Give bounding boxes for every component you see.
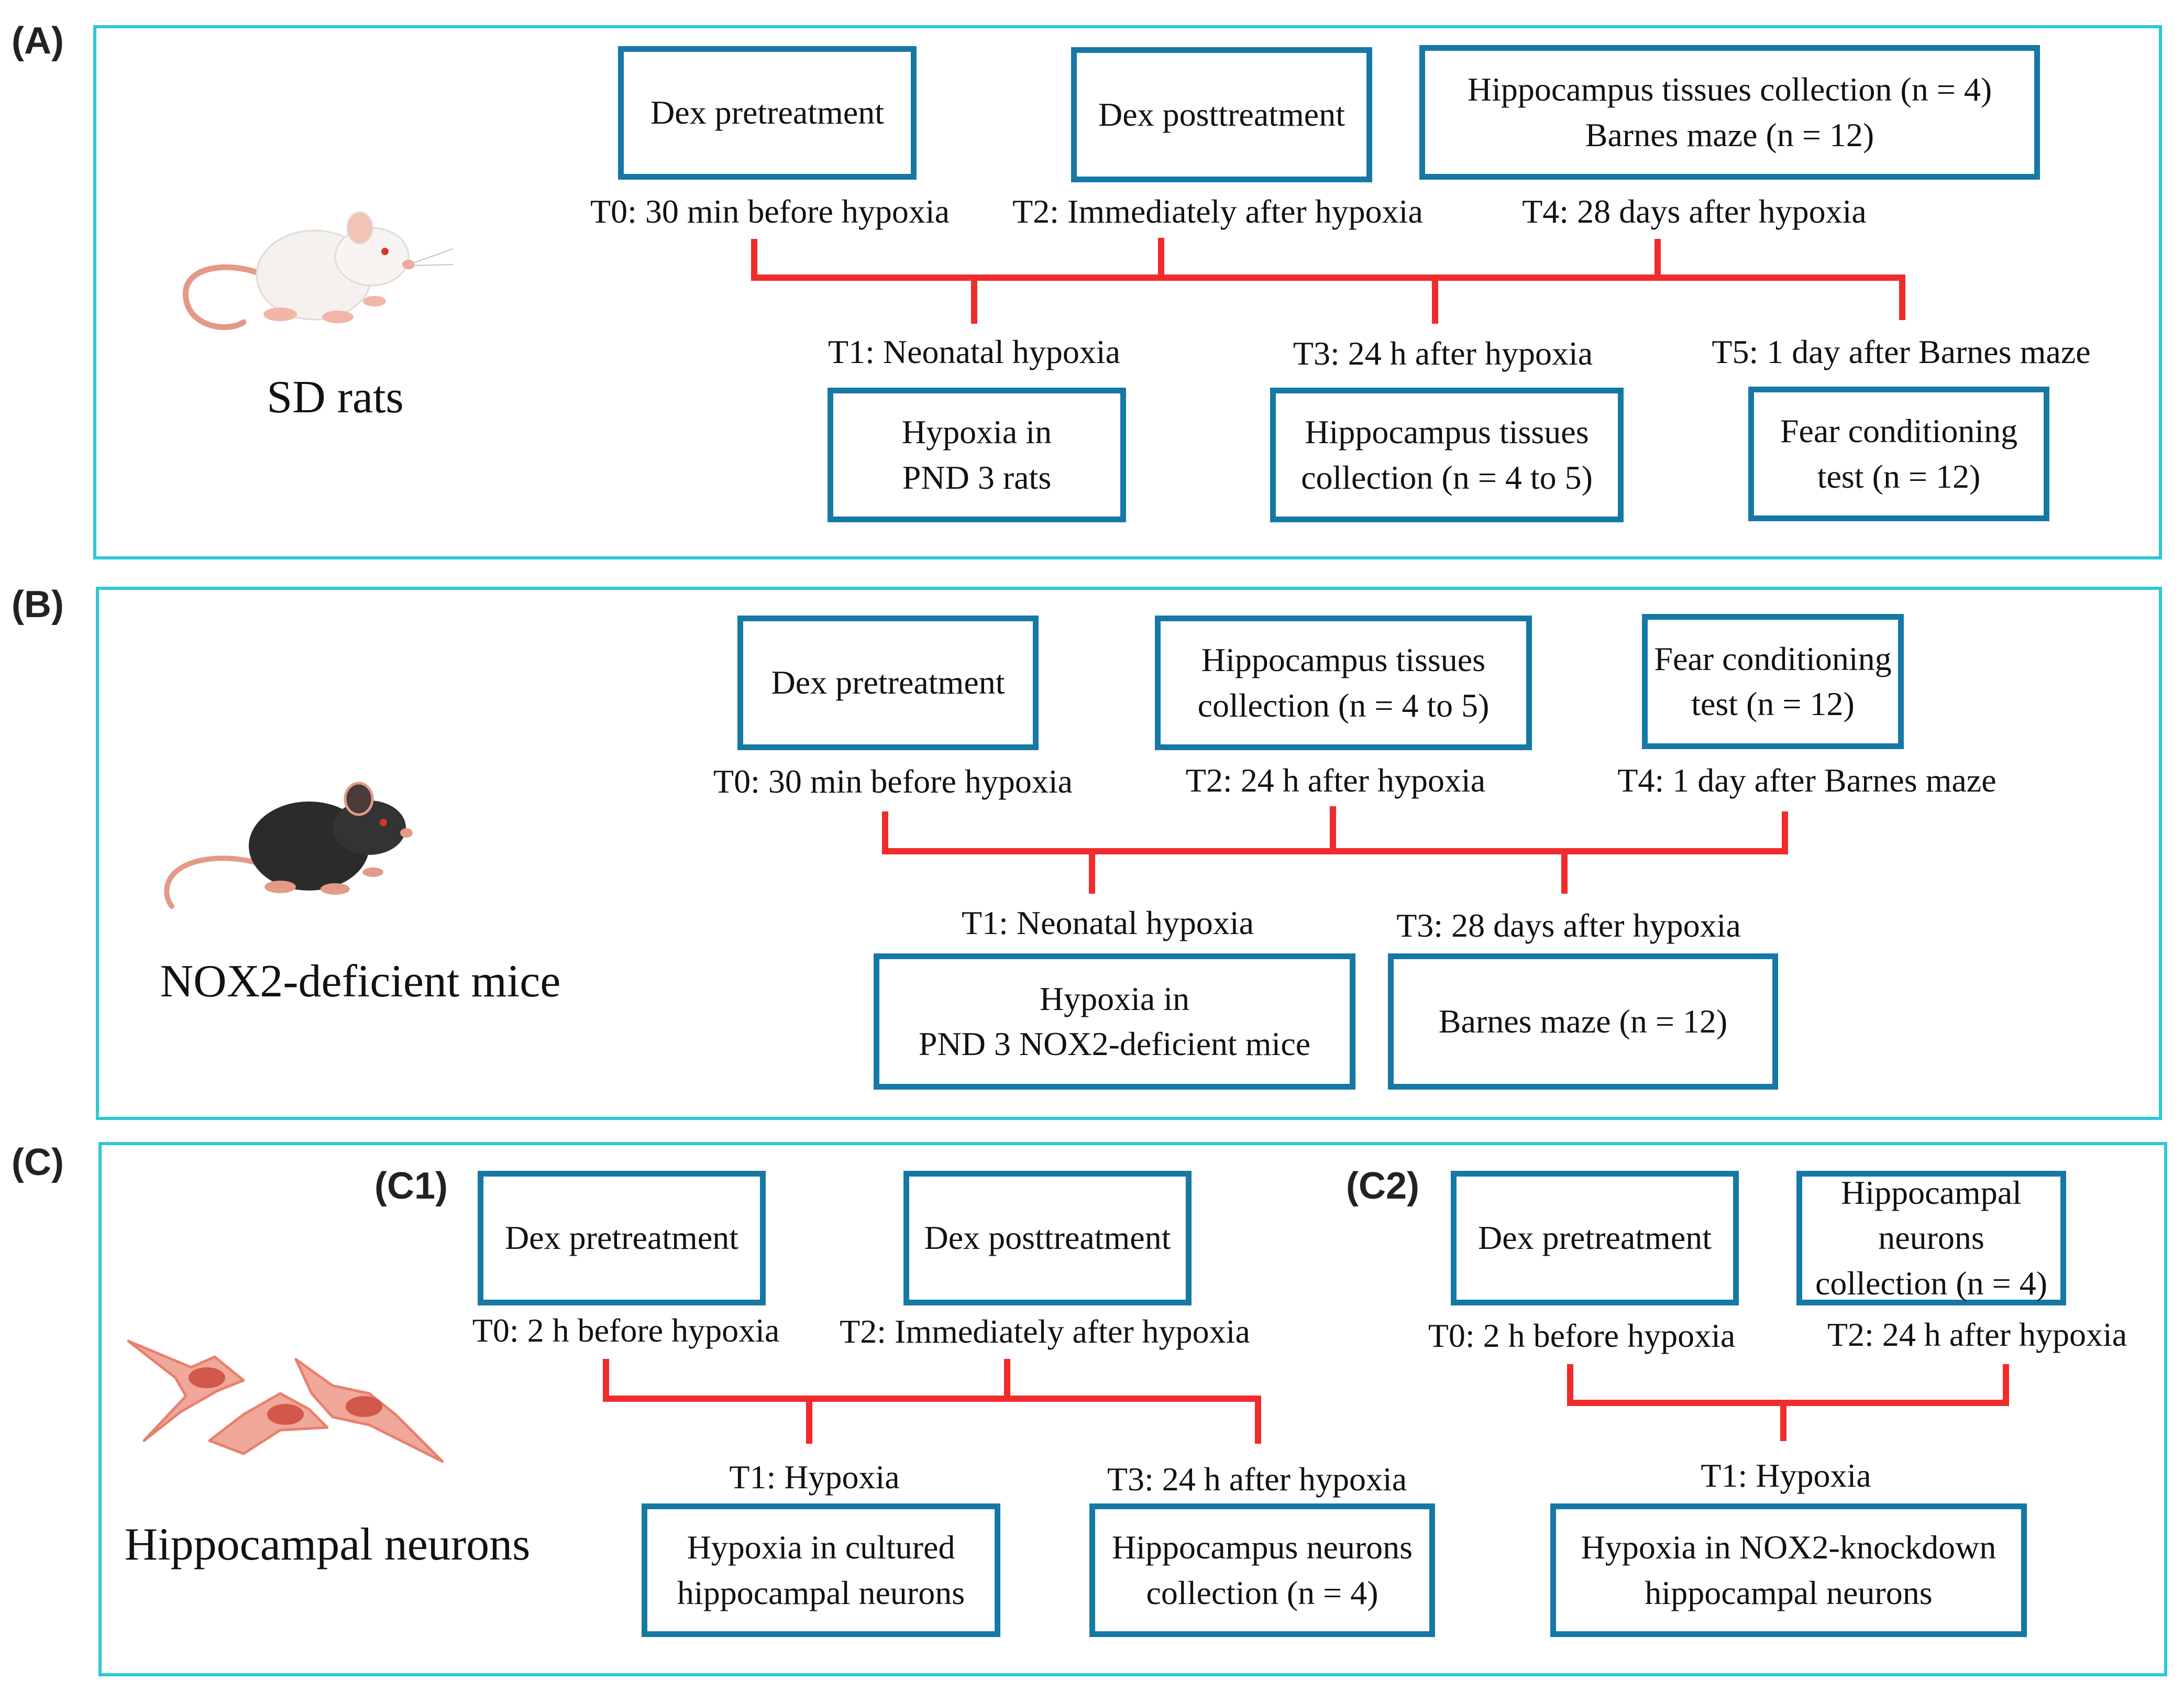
panel-c1-time-t3: T3: 24 h after hypoxia bbox=[1107, 1461, 1407, 1498]
rat-tail bbox=[182, 264, 273, 330]
panel-c1-time-t1: T1: Hypoxia bbox=[729, 1458, 900, 1496]
box-label: Hypoxia in PND 3 NOX2-deficient mice bbox=[918, 980, 1311, 1062]
mouse-nose bbox=[400, 828, 413, 838]
neuron-nucleus bbox=[189, 1367, 225, 1388]
mouse-icon bbox=[164, 782, 413, 909]
panel-b-box-tissue-collection: Hippocampus tissues collection (n = 4 to… bbox=[1155, 616, 1532, 750]
panel-b-frame bbox=[96, 587, 2162, 1120]
mouse-foot bbox=[264, 881, 296, 893]
panel-c1-box-dex-posttreatment: Dex posttreatment bbox=[903, 1171, 1192, 1305]
panel-b-box-hypoxia-mice: Hypoxia in PND 3 NOX2-deficient mice bbox=[874, 953, 1355, 1090]
panel-c1-box-neurons-collection: Hippocampus neurons collection (n = 4) bbox=[1089, 1503, 1435, 1637]
panel-b-label: (B) bbox=[12, 584, 64, 625]
panel-c-label: (C) bbox=[12, 1141, 64, 1183]
box-label: Hippocampus tissues collection (n = 4) B… bbox=[1467, 71, 1992, 153]
box-label: Fear conditioning test (n = 12) bbox=[1780, 412, 2018, 495]
box-label: Dex pretreatment bbox=[1478, 1219, 1712, 1257]
panel-a-box-tissue-collection: Hippocampus tissues collection (n = 4 to… bbox=[1270, 388, 1624, 522]
box-label: Hippocampal neurons collection (n = 4) bbox=[1815, 1173, 2048, 1302]
panel-c1-time-t0: T0: 2 h before hypoxia bbox=[472, 1312, 780, 1349]
panel-a-frame bbox=[93, 25, 2162, 559]
panel-a-box-fear-conditioning: Fear conditioning test (n = 12) bbox=[1748, 387, 2049, 521]
neuron-cell bbox=[127, 1339, 245, 1442]
mouse-foot bbox=[321, 883, 350, 895]
panel-c2-box-dex-pretreatment: Dex pretreatment bbox=[1451, 1171, 1739, 1305]
box-label: Dex pretreatment bbox=[771, 664, 1005, 701]
panel-c2-box-neurons-collection: Hippocampal neurons collection (n = 4) bbox=[1796, 1171, 2066, 1305]
rat-eye bbox=[381, 248, 389, 255]
panel-a-subject: SD rats bbox=[267, 372, 404, 423]
box-label: Fear conditioning test (n = 12) bbox=[1654, 640, 1892, 722]
rat-foot bbox=[263, 308, 297, 321]
panel-a-time-t1: T1: Neonatal hypoxia bbox=[828, 333, 1121, 370]
box-label: Hippocampus neurons collection (n = 4) bbox=[1111, 1529, 1413, 1611]
panel-b-time-t1: T1: Neonatal hypoxia bbox=[961, 904, 1254, 941]
panel-c1-box-hypoxia-cultured: Hypoxia in cultured hippocampal neurons bbox=[642, 1503, 1000, 1637]
box-label: Barnes maze (n = 12) bbox=[1438, 1002, 1728, 1040]
panel-c2-label: (C2) bbox=[1346, 1165, 1419, 1207]
box-label: Hypoxia in PND 3 rats bbox=[901, 413, 1052, 496]
panel-c2-time-t2: T2: 24 h after hypoxia bbox=[1827, 1316, 2127, 1353]
box-label: Dex pretreatment bbox=[505, 1219, 738, 1257]
panel-a-box-hypoxia-rats: Hypoxia in PND 3 rats bbox=[828, 388, 1126, 522]
rat-whisker bbox=[408, 264, 454, 266]
panel-b-box-barnes-maze: Barnes maze (n = 12) bbox=[1388, 953, 1778, 1090]
panel-a-box-dex-pretreatment: Dex pretreatment bbox=[618, 46, 917, 180]
panel-a-time-t3: T3: 24 h after hypoxia bbox=[1293, 335, 1593, 372]
panel-c2-box-hypoxia-knockdown: Hypoxia in NOX2-knockdown hippocampal ne… bbox=[1550, 1503, 2027, 1637]
panel-c-frame bbox=[98, 1142, 2167, 1676]
panel-b-time-t2: T2: 24 h after hypoxia bbox=[1185, 762, 1486, 799]
panel-a-box-dex-posttreatment: Dex posttreatment bbox=[1071, 47, 1372, 182]
neurons-icon bbox=[127, 1339, 444, 1463]
box-label: Dex posttreatment bbox=[1098, 95, 1345, 133]
box-label: Hippocampus tissues collection (n = 4 to… bbox=[1301, 413, 1593, 496]
mouse-tail bbox=[164, 855, 264, 909]
neuron-nucleus bbox=[267, 1404, 304, 1425]
mouse-foot bbox=[362, 868, 383, 877]
rat-foot bbox=[322, 311, 354, 323]
rat-whisker bbox=[408, 248, 454, 265]
panel-c2-time-t0: T0: 2 h before hypoxia bbox=[1428, 1317, 1736, 1354]
box-label: Dex posttreatment bbox=[924, 1219, 1171, 1257]
panel-a-time-t2: T2: Immediately after hypoxia bbox=[1012, 193, 1423, 230]
mouse-head bbox=[333, 800, 406, 855]
rat-icon bbox=[182, 211, 454, 330]
box-label: Hypoxia in cultured hippocampal neurons bbox=[677, 1529, 965, 1611]
panel-a-time-t0: T0: 30 min before hypoxia bbox=[590, 193, 950, 230]
mouse-eye bbox=[380, 819, 387, 826]
panel-b-time-t0: T0: 30 min before hypoxia bbox=[713, 763, 1073, 800]
panel-b-time-t3: T3: 28 days after hypoxia bbox=[1396, 907, 1741, 944]
panel-a-label: (A) bbox=[12, 20, 64, 62]
box-label: Hypoxia in NOX2-knockdown hippocampal ne… bbox=[1581, 1529, 1997, 1611]
neuron-nucleus bbox=[346, 1396, 382, 1417]
box-label: Dex pretreatment bbox=[650, 94, 884, 131]
panel-c1-time-t2: T2: Immediately after hypoxia bbox=[840, 1313, 1250, 1350]
mouse-ear bbox=[344, 782, 374, 816]
panel-c2-time-t1: T1: Hypoxia bbox=[1701, 1457, 1871, 1494]
panel-c-subject: Hippocampal neurons bbox=[124, 1519, 531, 1570]
panel-a-time-t5: T5: 1 day after Barnes maze bbox=[1712, 333, 2091, 370]
box-label: Hippocampus tissues collection (n = 4 to… bbox=[1197, 641, 1490, 724]
panel-a-time-t4: T4: 28 days after hypoxia bbox=[1522, 193, 1867, 230]
panel-b-subject: NOX2-deficient mice bbox=[160, 956, 561, 1007]
panel-b-box-fear-conditioning: Fear conditioning test (n = 12) bbox=[1642, 614, 1904, 749]
panel-c1-label: (C1) bbox=[374, 1165, 448, 1207]
panel-c1-box-dex-pretreatment: Dex pretreatment bbox=[478, 1171, 766, 1305]
rat-foot bbox=[363, 296, 386, 306]
rat-ear bbox=[346, 211, 373, 245]
panel-b-time-t4: T4: 1 day after Barnes maze bbox=[1617, 762, 1997, 799]
panel-b-box-dex-pretreatment: Dex pretreatment bbox=[737, 616, 1039, 750]
panel-a-box-collection-barnes: Hippocampus tissues collection (n = 4) B… bbox=[1419, 45, 2040, 180]
